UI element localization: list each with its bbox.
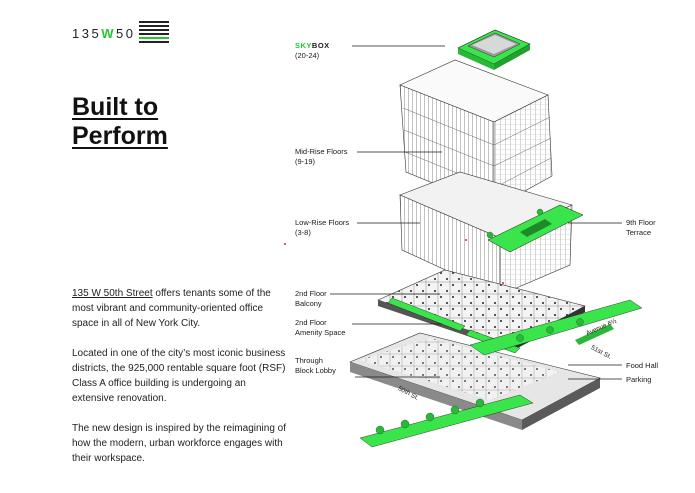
address-link[interactable]: 135 W 50th Street bbox=[72, 288, 153, 299]
intro-paragraph: 135 W 50th Street offers tenants some of… bbox=[72, 288, 271, 329]
parking-label: Parking bbox=[626, 375, 652, 384]
lowrise-block bbox=[399, 171, 584, 296]
ground-level bbox=[349, 299, 643, 448]
leader-lines bbox=[330, 45, 622, 380]
location-paragraph: Located in one of the city’s most iconic… bbox=[72, 348, 286, 404]
skybox-label: SKYBOX (20-24) bbox=[295, 41, 330, 60]
logo-wordmark: 135W50 bbox=[72, 25, 136, 41]
midrise-label: Mid-Rise Floors(9-19) bbox=[295, 147, 348, 166]
page-title: Built to Perform bbox=[72, 93, 168, 150]
logo: 135W50 bbox=[72, 20, 170, 46]
foodhall-label: Food Hall bbox=[626, 361, 659, 370]
skybox-block bbox=[457, 29, 531, 70]
lowrise-label: Low-Rise Floors(3-8) bbox=[295, 218, 350, 237]
logo-stripes-icon bbox=[139, 20, 170, 46]
street-trees bbox=[375, 208, 584, 435]
design-paragraph: The new design is inspired by the reimag… bbox=[72, 423, 287, 464]
